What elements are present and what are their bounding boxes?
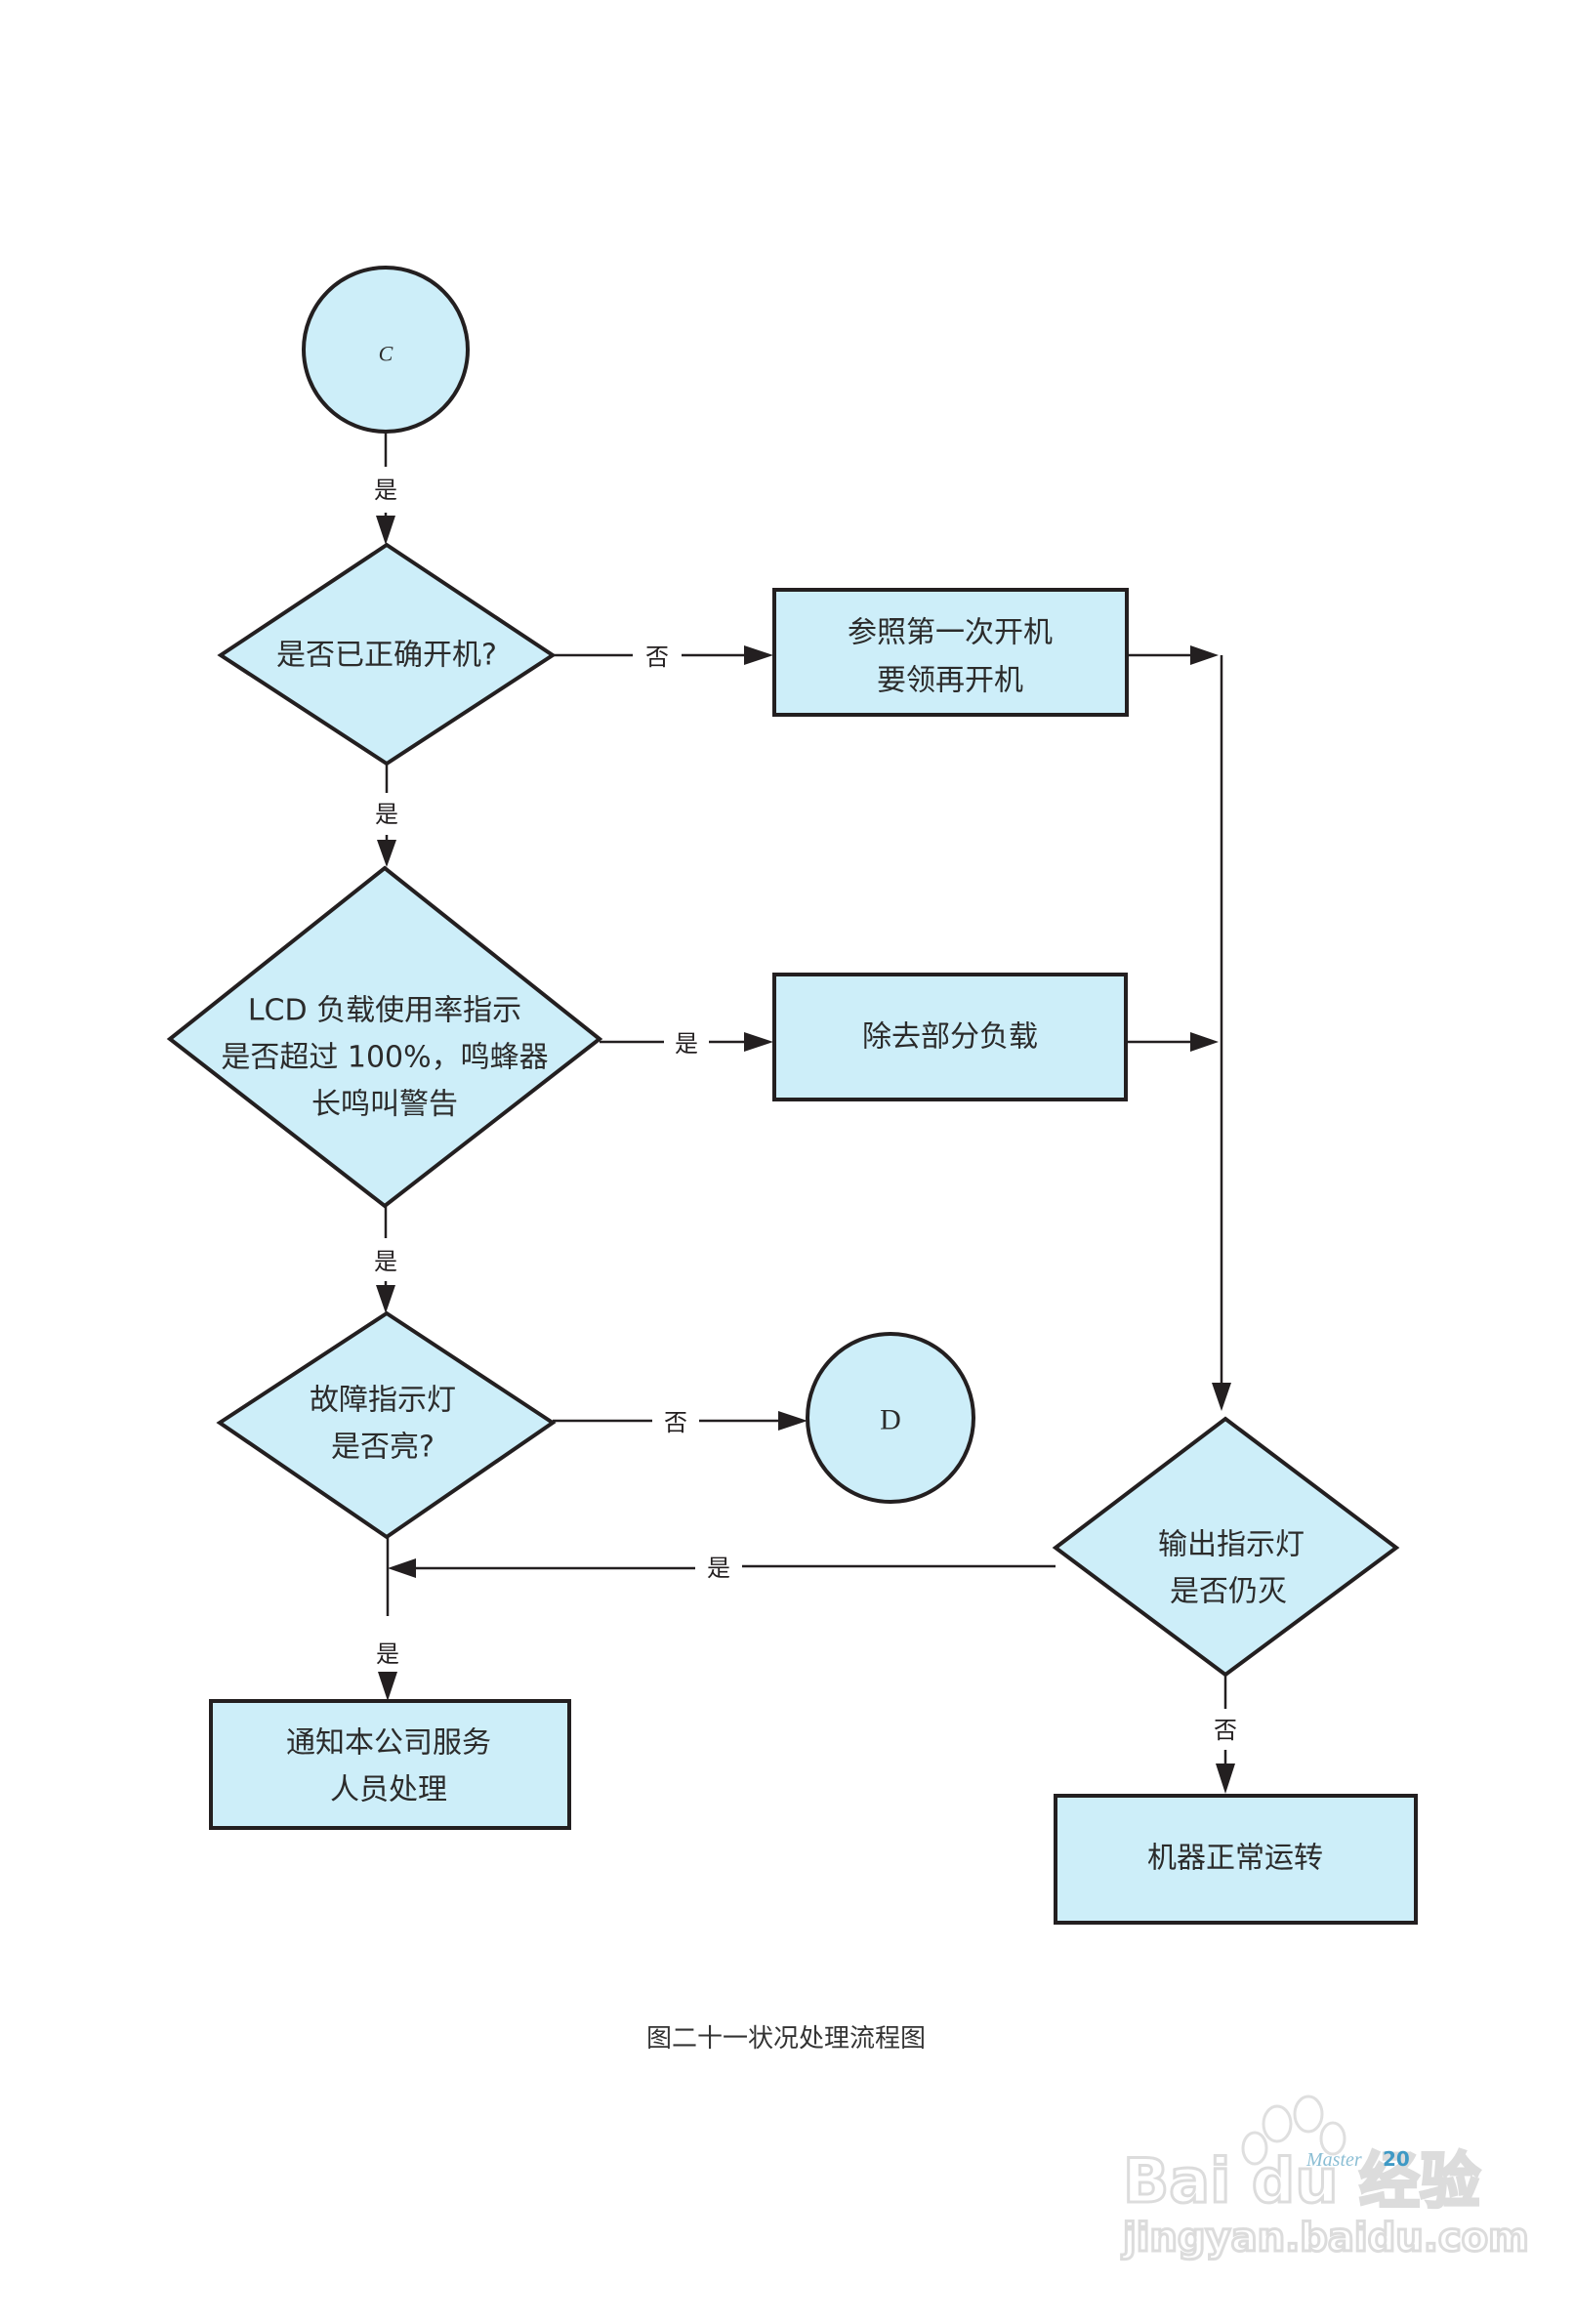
decision-text-line: 长鸣叫警告 (311, 1088, 458, 1122)
edge-label: 是 (374, 477, 397, 504)
decision-diamond (216, 1310, 557, 1540)
arrowhead-down-icon (1212, 1383, 1231, 1411)
decision-power-on: 是否已正确开机? (217, 542, 557, 767)
connector-circle (806, 1332, 975, 1504)
arrowhead-right-icon (778, 1411, 808, 1431)
decision-text-line: LCD 负载使用率指示 (248, 994, 521, 1028)
arrowhead-down-icon (376, 516, 395, 545)
arrowhead-down-icon (1216, 1764, 1235, 1794)
baidu-watermark: Bai du 经验 jingyan.baidu.com Master 20 (1120, 2095, 1530, 2262)
connector-c: C (302, 266, 470, 434)
page-number: 20 (1383, 2147, 1410, 2171)
process-box (772, 588, 1129, 717)
arrowhead-down-icon (378, 1672, 397, 1701)
edge-label: 否 (1214, 1717, 1237, 1744)
process-box (209, 1699, 571, 1830)
process-text-line: 通知本公司服务 (286, 1726, 491, 1761)
edge-label: 是 (374, 1248, 397, 1275)
process-box (772, 973, 1128, 1101)
process-text-line: 除去部分负载 (862, 1020, 1038, 1055)
edge-label: 否 (645, 643, 669, 671)
decision-text-line: 是否仍灭 (1170, 1575, 1287, 1609)
process-notify-service: 通知本公司服务 人员处理 (209, 1699, 571, 1830)
decision-fault-light: 故障指示灯 是否亮? (216, 1310, 557, 1540)
arrowhead-left-icon (388, 1558, 416, 1578)
edge-label: 是 (707, 1555, 730, 1582)
arrowhead-right-icon (744, 1032, 773, 1052)
process-restart: 参照第一次开机 要领再开机 (772, 588, 1129, 717)
watermark-url: jingyan.baidu.com (1121, 2216, 1529, 2261)
watermark-brand: Bai du 经验 (1123, 2145, 1480, 2217)
process-text-line: 人员处理 (330, 1773, 447, 1807)
decision-diamond (1052, 1416, 1400, 1678)
process-text-line: 机器正常运转 (1147, 1842, 1323, 1876)
paw-logo-icon (1241, 2095, 1346, 2166)
process-remove-load: 除去部分负载 (772, 973, 1128, 1101)
figure-caption: 图二十一状况处理流程图 (646, 2024, 926, 2054)
edge-label: 是 (376, 1640, 399, 1668)
edge-label: 否 (664, 1409, 687, 1436)
decision-diamond (166, 865, 603, 1209)
connector-label: D (880, 1404, 901, 1436)
decision-text-line: 故障指示灯 (310, 1384, 456, 1418)
arrowhead-down-icon (376, 1285, 395, 1313)
process-text-line: 要领再开机 (877, 664, 1023, 698)
arrowhead-right-icon (1190, 645, 1219, 665)
decision-text-line: 是否超过 100%，鸣蜂器 (221, 1041, 548, 1075)
decision-output-light: 输出指示灯 是否仍灭 (1052, 1416, 1400, 1678)
arrowhead-down-icon (377, 840, 396, 867)
decision-text-line: 是否已正确开机? (276, 639, 497, 673)
edge-label: 是 (675, 1030, 698, 1058)
connector-d: D (806, 1332, 975, 1504)
page-prefix: Master (1305, 2149, 1362, 2171)
process-box (1054, 1794, 1418, 1925)
process-normal: 机器正常运转 (1054, 1794, 1418, 1925)
connectors (376, 433, 1235, 1794)
edge-labels: 是 否 是 是 是 否 是 是 否 (374, 477, 1237, 1744)
decision-text-line: 输出指示灯 (1158, 1528, 1305, 1562)
arrowhead-right-icon (744, 645, 773, 665)
connector-label: C (379, 342, 394, 366)
decision-text-line: 是否亮? (331, 1431, 435, 1465)
arrowhead-right-icon (1190, 1032, 1219, 1052)
connector-circle (302, 266, 470, 434)
decision-lcd-load: LCD 负载使用率指示 是否超过 100%，鸣蜂器 长鸣叫警告 (166, 865, 603, 1209)
decision-diamond (217, 542, 557, 767)
edge-label: 是 (375, 801, 398, 828)
process-text-line: 参照第一次开机 (848, 616, 1053, 650)
